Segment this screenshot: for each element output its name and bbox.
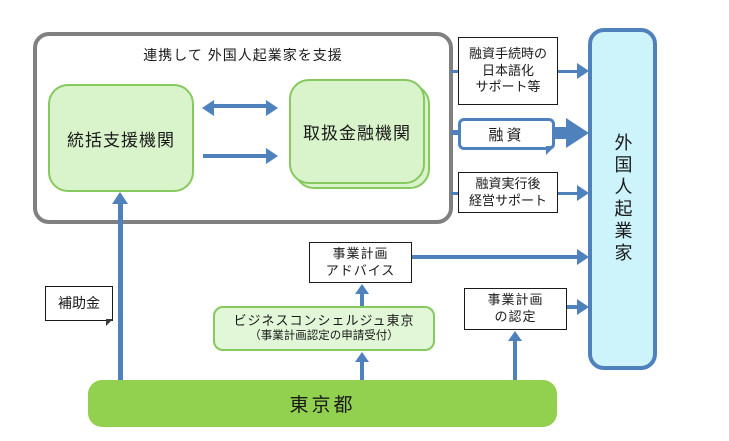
- tokyo-to-concierge-arrow-head: [355, 352, 369, 362]
- coordinator-support-org-label: 統括支援機関: [67, 130, 175, 150]
- subsidy-box: 補助金: [45, 286, 113, 326]
- tokyo-label: 東京都: [289, 395, 356, 416]
- loan-label: 融資: [488, 126, 525, 144]
- post-loan-arrow-head: [577, 185, 589, 201]
- single-arrow-head: [266, 148, 278, 164]
- coordinator-support-org-box: 統括支援機関: [48, 84, 194, 192]
- collaboration-group-title: 連携して 外国人起業家を支援: [143, 47, 343, 63]
- subsidy-arrow-line: [118, 204, 123, 380]
- mutual-arrow-left-head: [202, 100, 214, 116]
- advice-arrow-line: [412, 255, 580, 259]
- business-concierge-title: ビジネスコンシェルジュ東京: [233, 312, 415, 328]
- business-plan-certification-box: 事業計画 の認定: [464, 288, 567, 330]
- mutual-arrow-line: [212, 104, 268, 108]
- business-concierge-box: ビジネスコンシェルジュ東京 （事業計画認定の申請受付）: [213, 306, 435, 351]
- loan-connector-line: [451, 130, 460, 135]
- mutual-arrow-right-head: [266, 100, 278, 116]
- subsidy-arrow-head: [112, 192, 128, 204]
- advice-arrow-head: [577, 249, 589, 265]
- certification-arrow-line: [567, 305, 580, 309]
- tokyo-to-certification-arrow-head: [508, 331, 522, 341]
- subsidy-label: 補助金: [58, 295, 100, 312]
- concierge-to-advice-arrow-head: [355, 284, 369, 294]
- foreign-entrepreneur-label: 外国人起業家: [612, 133, 633, 265]
- single-arrow-line: [203, 154, 267, 158]
- business-plan-advice-box: 事業計画 アドバイス: [309, 242, 412, 283]
- loan-big-arrow-head: [566, 118, 589, 148]
- post-loan-support-box: 融資実行後 経営サポート: [458, 172, 558, 213]
- loan-big-arrow-shaft: [553, 127, 569, 139]
- loan-procedure-support-box: 融資手続時の 日本語化 サポート等: [458, 37, 558, 105]
- financial-institution-label: 取扱金融機関: [303, 124, 411, 143]
- foreign-entrepreneur-box: 外国人起業家: [588, 28, 657, 370]
- certification-arrow-head: [577, 299, 589, 315]
- loan-procedure-arrow-head: [577, 63, 589, 79]
- tokyo-box: 東京都: [88, 380, 557, 427]
- financial-institution-box: 取扱金融機関: [289, 79, 425, 184]
- loan-box: 融資: [458, 118, 555, 155]
- tokyo-to-concierge-arrow-line: [360, 362, 364, 380]
- concierge-to-advice-arrow-line: [360, 294, 364, 306]
- tokyo-to-certification-arrow-line: [513, 341, 517, 380]
- business-concierge-subtitle: （事業計画認定の申請受付）: [249, 330, 399, 343]
